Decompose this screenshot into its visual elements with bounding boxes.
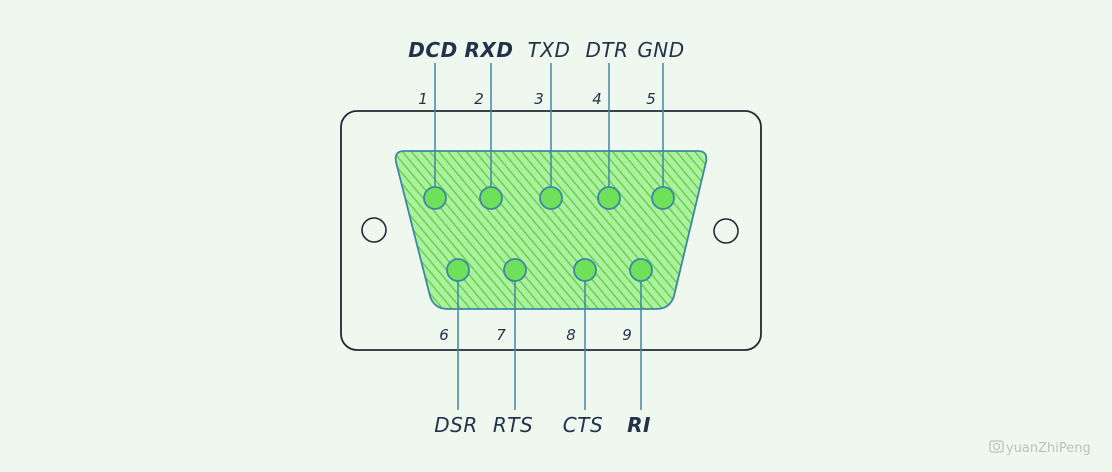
right-mounting-hole (713, 218, 739, 244)
pin-2-signal-label: RXD (465, 38, 514, 62)
pin-7 (503, 258, 527, 282)
pin-6-signal-label: DSR (434, 413, 478, 437)
pin-5-signal-label: GND (637, 38, 684, 62)
pin-8 (573, 258, 597, 282)
pin-4 (597, 186, 621, 210)
pin-9-number: 9 (622, 326, 632, 344)
pin-7-signal-label: RTS (493, 413, 533, 437)
watermark-text: yuanZhiPeng (1006, 441, 1091, 456)
pin-5-number: 5 (646, 90, 656, 108)
pin-8-signal-label: CTS (563, 413, 603, 437)
pin-4-signal-label: DTR (585, 38, 628, 62)
pin-5 (651, 186, 675, 210)
pin-leader-lines (434, 63, 664, 410)
pin-9-signal-label: RI (627, 413, 651, 437)
pin-1 (423, 186, 447, 210)
camera-icon (989, 440, 1004, 453)
pin-1-signal-label: DCD (408, 38, 457, 62)
pin-2-number: 2 (474, 90, 484, 108)
pin-8-number: 8 (566, 326, 576, 344)
pin-3-number: 3 (534, 90, 544, 108)
pin-4-number: 4 (592, 90, 602, 108)
connector-d-face (394, 150, 708, 310)
pin-6 (446, 258, 470, 282)
pin-9 (629, 258, 653, 282)
pin-7-number: 7 (496, 326, 506, 344)
pin-1-number: 1 (418, 90, 428, 108)
pin-6-number: 6 (439, 326, 449, 344)
pins (423, 186, 675, 282)
left-mounting-hole (361, 217, 387, 243)
watermark: yuanZhiPeng (989, 440, 1091, 456)
pin-2 (479, 186, 503, 210)
pin-3-signal-label: TXD (528, 38, 571, 62)
pin-3 (539, 186, 563, 210)
